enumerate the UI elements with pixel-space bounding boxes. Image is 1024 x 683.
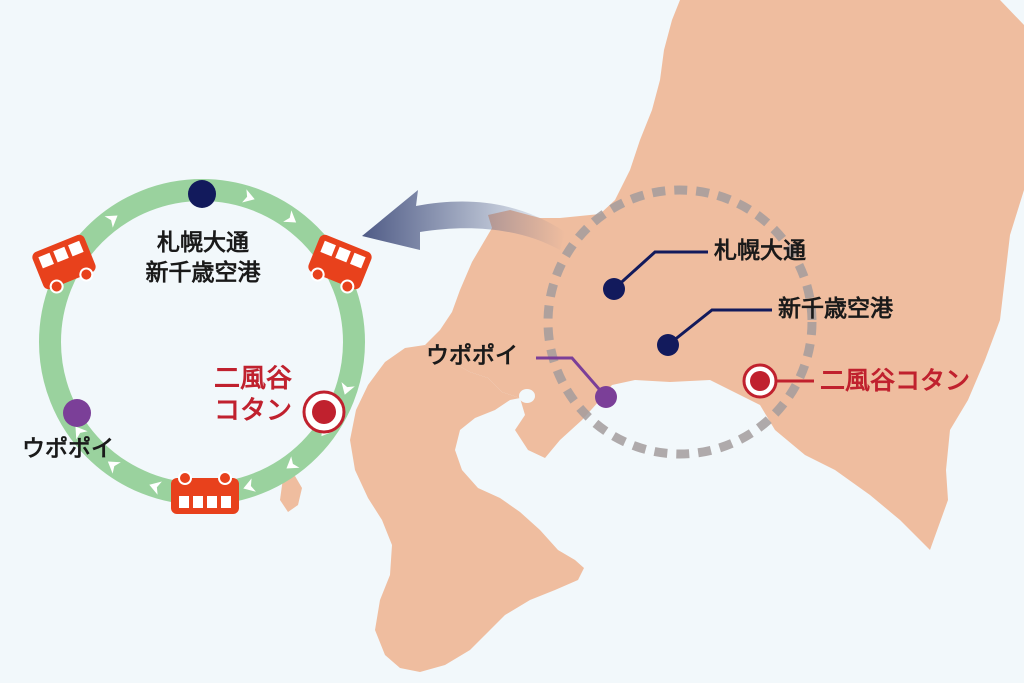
ring-chevron [243, 478, 256, 492]
land-oshima-peninsula [350, 345, 584, 672]
map-stop-sapporo [603, 278, 625, 300]
land-okushiri [280, 476, 302, 512]
map-label-airport: 新千歳空港 [778, 296, 893, 322]
ring-chevron [286, 456, 300, 469]
leader-sapporo [612, 250, 708, 291]
ring-chevron [283, 210, 297, 223]
ring-direction-chevrons [70, 189, 355, 495]
ring-chevron [242, 189, 255, 203]
bus-icon [308, 234, 372, 294]
ring-label-nibutani-1: 二風谷 [214, 364, 293, 394]
map-stop-upopoy [595, 386, 617, 408]
land-hokkaido [425, 0, 1024, 550]
map-label-nibutani: 二風谷コタン [820, 366, 971, 395]
map-label-upopoy: ウポポイ [426, 343, 518, 369]
map-stop-airport [657, 334, 679, 356]
leader-upopoy [536, 356, 608, 398]
area-dashed-circle [543, 185, 817, 459]
ring-label-upopoy: ウポポイ [22, 436, 114, 462]
ring-stop-nibutani [302, 390, 346, 434]
lake-toya [519, 389, 535, 403]
bus-icon [171, 471, 239, 514]
ring-chevron [149, 481, 162, 495]
leader-airport [667, 308, 772, 347]
ring-stop-sapporo [188, 180, 216, 208]
map-stop-nibutani [742, 363, 778, 399]
ring-chevron [341, 382, 355, 395]
ring-chevron [107, 461, 121, 474]
ring-label-airport: 新千歳空港 [145, 260, 261, 286]
ring-label-nibutani-2: コタン [214, 396, 293, 426]
ring-label-sapporo: 札幌大通 [157, 230, 249, 256]
bus-icon [32, 234, 96, 294]
map-label-sapporo: 札幌大通 [714, 238, 806, 264]
ring-stop-upopoy [63, 399, 91, 427]
ring-chevron [75, 426, 88, 440]
ring-chevron [104, 215, 118, 228]
zoom-arrow [362, 190, 565, 250]
